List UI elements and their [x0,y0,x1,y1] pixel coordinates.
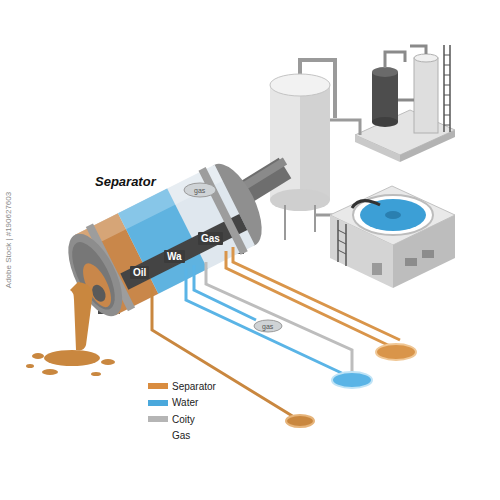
gas-disk-label: gas [262,323,273,330]
legend-text: Separator [172,381,216,392]
watermark: Adobe Stock | #190627603 [5,192,13,288]
band-label: Oil [133,267,146,278]
band-label: Gas [201,233,220,244]
legend-swatch [148,400,168,406]
legend-text: Gas [172,430,190,441]
gas-disk-label: gas [194,187,205,194]
fluid-band: Wa [164,250,185,263]
legend-text: Coity [172,414,195,425]
tank-title: Separator [95,174,156,189]
separator-tank: SeparatorOil Wa Gas [55,172,270,322]
legend-swatch [148,416,168,422]
fluid-band: Oil [130,266,149,279]
band-label: Wa [167,251,182,262]
legend-swatch [148,383,168,389]
fluid-band: Gas [198,232,223,245]
legend-text: Water [172,397,198,408]
